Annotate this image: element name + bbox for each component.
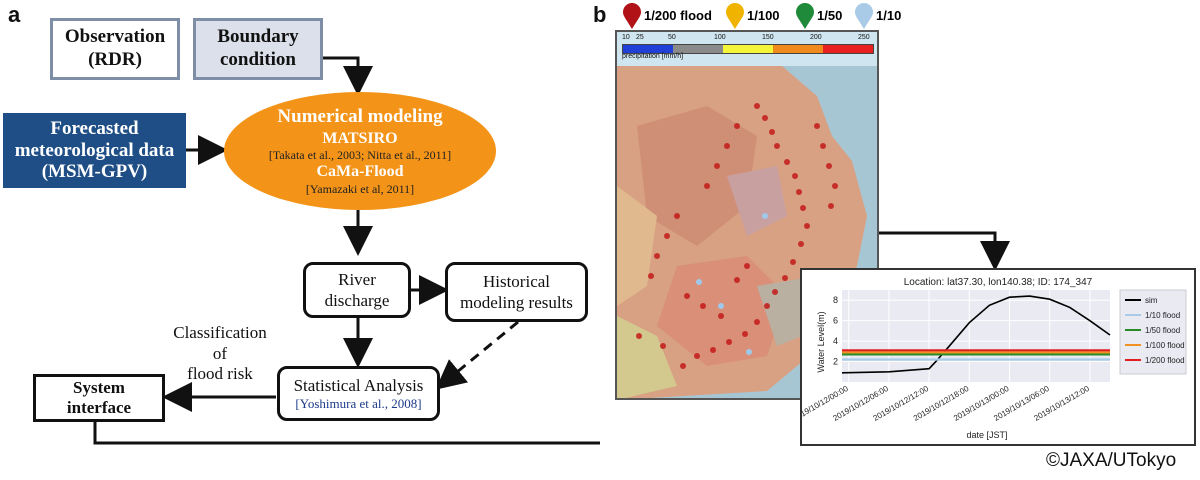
cbar-tick: 200 <box>810 34 822 41</box>
statistical-reference: [Yoshimura et al., 2008] <box>295 396 422 411</box>
colorbar-label: precipitation [mm/h] <box>622 53 684 60</box>
observation-box: Observation (RDR) <box>50 18 180 80</box>
forecast-data-box: Forecasted meteorological data (MSM-GPV) <box>3 113 186 188</box>
pin-1-100-icon <box>726 3 744 29</box>
colorbar-gradient <box>622 44 874 54</box>
legend-label: 1/100 flood <box>1145 341 1185 350</box>
forecast-line2: meteorological data <box>14 139 175 161</box>
observation-line2: (RDR) <box>88 49 142 70</box>
legend-1-50-label: 1/50 <box>817 8 843 23</box>
camaflood-reference: [Yamazaki et al, 2011] <box>305 181 415 196</box>
legend-1-10-label: 1/10 <box>876 8 902 23</box>
historical-line2: modeling results <box>460 293 573 312</box>
cbar-tick: 250 <box>858 34 870 41</box>
forecast-line1: Forecasted <box>50 117 139 139</box>
system-interface-box: System interface <box>33 374 165 422</box>
cbar-tick: 100 <box>714 34 726 41</box>
series-line-sim <box>841 295 1111 374</box>
map-pins <box>636 103 838 369</box>
statistical-title: Statistical Analysis <box>293 375 424 395</box>
cbar-tick: 50 <box>668 34 676 41</box>
model-title: Numerical modeling <box>277 106 443 128</box>
numerical-modeling-ellipse: Numerical modeling MATSIRO [Takata et al… <box>224 92 496 210</box>
chart-panel: Location: lat37.30, lon140.38; ID: 174_3… <box>791 268 1196 446</box>
historical-line1: Historical <box>482 271 551 291</box>
y-tick-label: 4 <box>833 336 838 346</box>
boundary-line1: Boundary <box>217 26 299 48</box>
river-line2: discharge <box>324 291 390 310</box>
matsiro-reference: [Takata et al., 2003; Nitta et al., 2011… <box>268 148 452 162</box>
water-level-chart: Location: lat37.30, lon140.38; ID: 174_3… <box>791 277 1187 440</box>
y-tick-label: 6 <box>833 316 838 326</box>
legend-label: 1/10 flood <box>1145 311 1180 320</box>
cbar-tick: 10 <box>622 34 630 41</box>
classification-line1: Classification <box>173 323 267 343</box>
legend-1-200-label: 1/200 flood <box>644 8 712 23</box>
boundary-condition-box: Boundary condition <box>193 18 323 80</box>
system-line2: interface <box>66 398 132 417</box>
precipitation-colorbar: 10 25 50 100 150 200 250 precipitation [… <box>617 32 877 67</box>
connector-arrow <box>879 231 1010 271</box>
plot-area <box>842 290 1110 382</box>
arrow-system-to-map <box>93 413 600 445</box>
flowchart-arrows <box>93 56 600 445</box>
panel-a-label: a <box>8 2 21 27</box>
cbar-tick: 25 <box>636 34 644 41</box>
copyright-notice: ©JAXA/UTokyo <box>1046 450 1177 471</box>
observation-line1: Observation <box>64 26 166 48</box>
arrow-boundary-to-model <box>322 56 373 96</box>
panel-b-label: b <box>593 2 607 27</box>
classification-line2: of <box>212 343 228 363</box>
cbar-tick: 150 <box>762 34 774 41</box>
matsiro-label: MATSIRO <box>322 129 398 147</box>
chart-legend: sim 1/10 flood 1/50 flood 1/100 flood 1/200 … <box>1119 289 1187 375</box>
y-tick-label: 8 <box>833 295 838 305</box>
chart-title: Location: lat37.30, lon140.38; ID: 174_3… <box>904 277 1093 288</box>
boundary-line2: condition <box>219 49 297 70</box>
chart-xlabel: date [JST] <box>966 430 1007 440</box>
legend-label: 1/200 flood <box>1145 356 1185 365</box>
camaflood-label: CaMa-Flood <box>316 163 404 181</box>
historical-results-box: Historical modeling results <box>445 262 588 322</box>
statistical-analysis-box: Statistical Analysis [Yoshimura et al., … <box>277 366 440 421</box>
pin-1-200-icon <box>623 3 641 29</box>
chart-ylabel: Water Level(m) <box>816 311 826 372</box>
pin-1-10-icon <box>855 3 873 29</box>
forecast-line3: (MSM-GPV) <box>41 161 148 183</box>
system-line1: System <box>73 377 125 397</box>
y-tick-label: 2 <box>833 357 838 367</box>
pin-1-50-icon <box>796 3 814 29</box>
river-line1: River <box>338 269 376 289</box>
arrow-historical-to-statistical <box>435 320 519 390</box>
legend-1-100-label: 1/100 <box>747 8 780 23</box>
classification-label: Classification of flood risk <box>150 322 290 386</box>
river-discharge-box: River discharge <box>303 262 411 318</box>
legend-label: 1/50 flood <box>1145 326 1180 335</box>
classification-line3: flood risk <box>187 364 253 384</box>
legend-label: sim <box>1145 296 1158 305</box>
map-legend: 1/200 flood 1/100 1/50 1/10 <box>622 3 922 31</box>
